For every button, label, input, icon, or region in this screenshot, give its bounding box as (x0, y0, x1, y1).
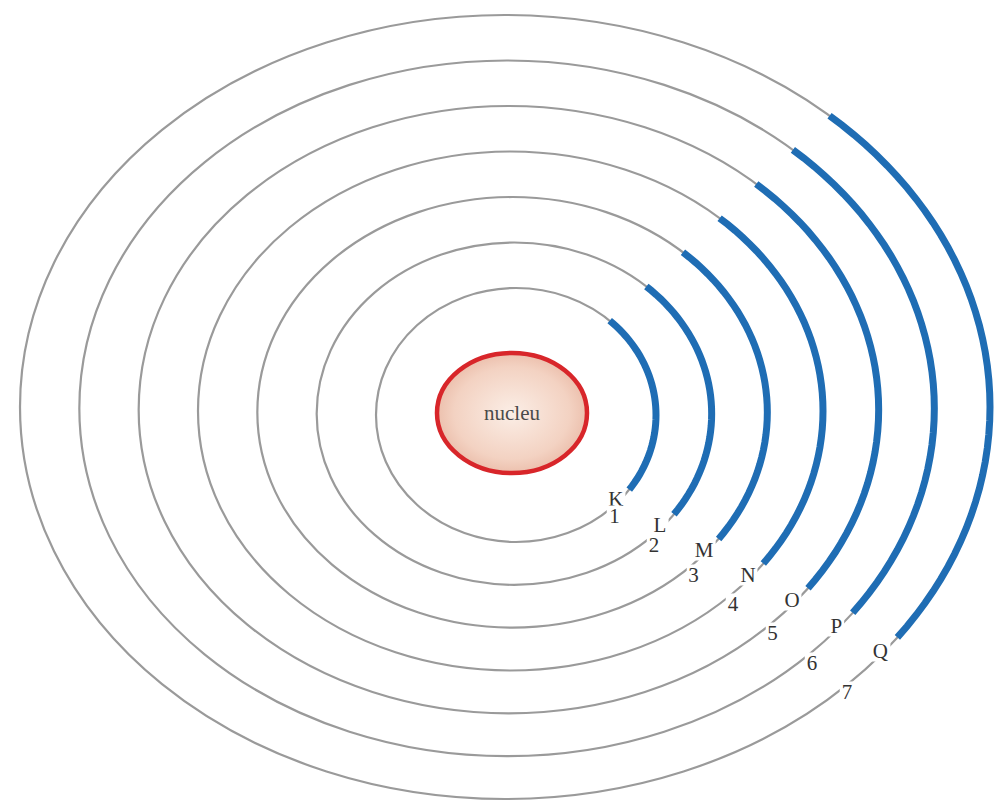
shell-number: 2 (647, 535, 662, 556)
shell-highlight (793, 150, 934, 613)
shell-number: 3 (686, 564, 701, 585)
shell-highlight (610, 321, 656, 490)
shell-highlight (683, 252, 767, 539)
electron-shell (317, 242, 712, 584)
shell-letter: Q (871, 640, 890, 661)
shell-letter: N (738, 565, 757, 586)
electron-shell (257, 197, 767, 628)
electron-shell (376, 288, 656, 542)
shell-highlight (830, 116, 990, 638)
electron-shell (198, 152, 823, 671)
electron-shell (139, 106, 879, 713)
shell-number: 1 (607, 505, 622, 526)
shell-number: 4 (726, 593, 741, 614)
nucleus: nucleu (434, 350, 590, 476)
electron-shell (79, 61, 934, 757)
shell-number: 6 (805, 652, 820, 673)
shell-letter: L (651, 514, 668, 535)
electron-shell (20, 15, 990, 799)
shell-letter: M (693, 539, 716, 560)
shell-highlight (756, 184, 878, 588)
shell-number: 5 (765, 623, 780, 644)
shell-highlight (720, 218, 823, 563)
shell-letter: O (783, 590, 802, 611)
shell-number: 7 (840, 682, 855, 703)
nucleus-ellipse (437, 353, 587, 473)
shell-letter: P (828, 615, 844, 636)
shell-highlight (646, 286, 711, 514)
nucleus-label: nucleu (484, 401, 540, 426)
